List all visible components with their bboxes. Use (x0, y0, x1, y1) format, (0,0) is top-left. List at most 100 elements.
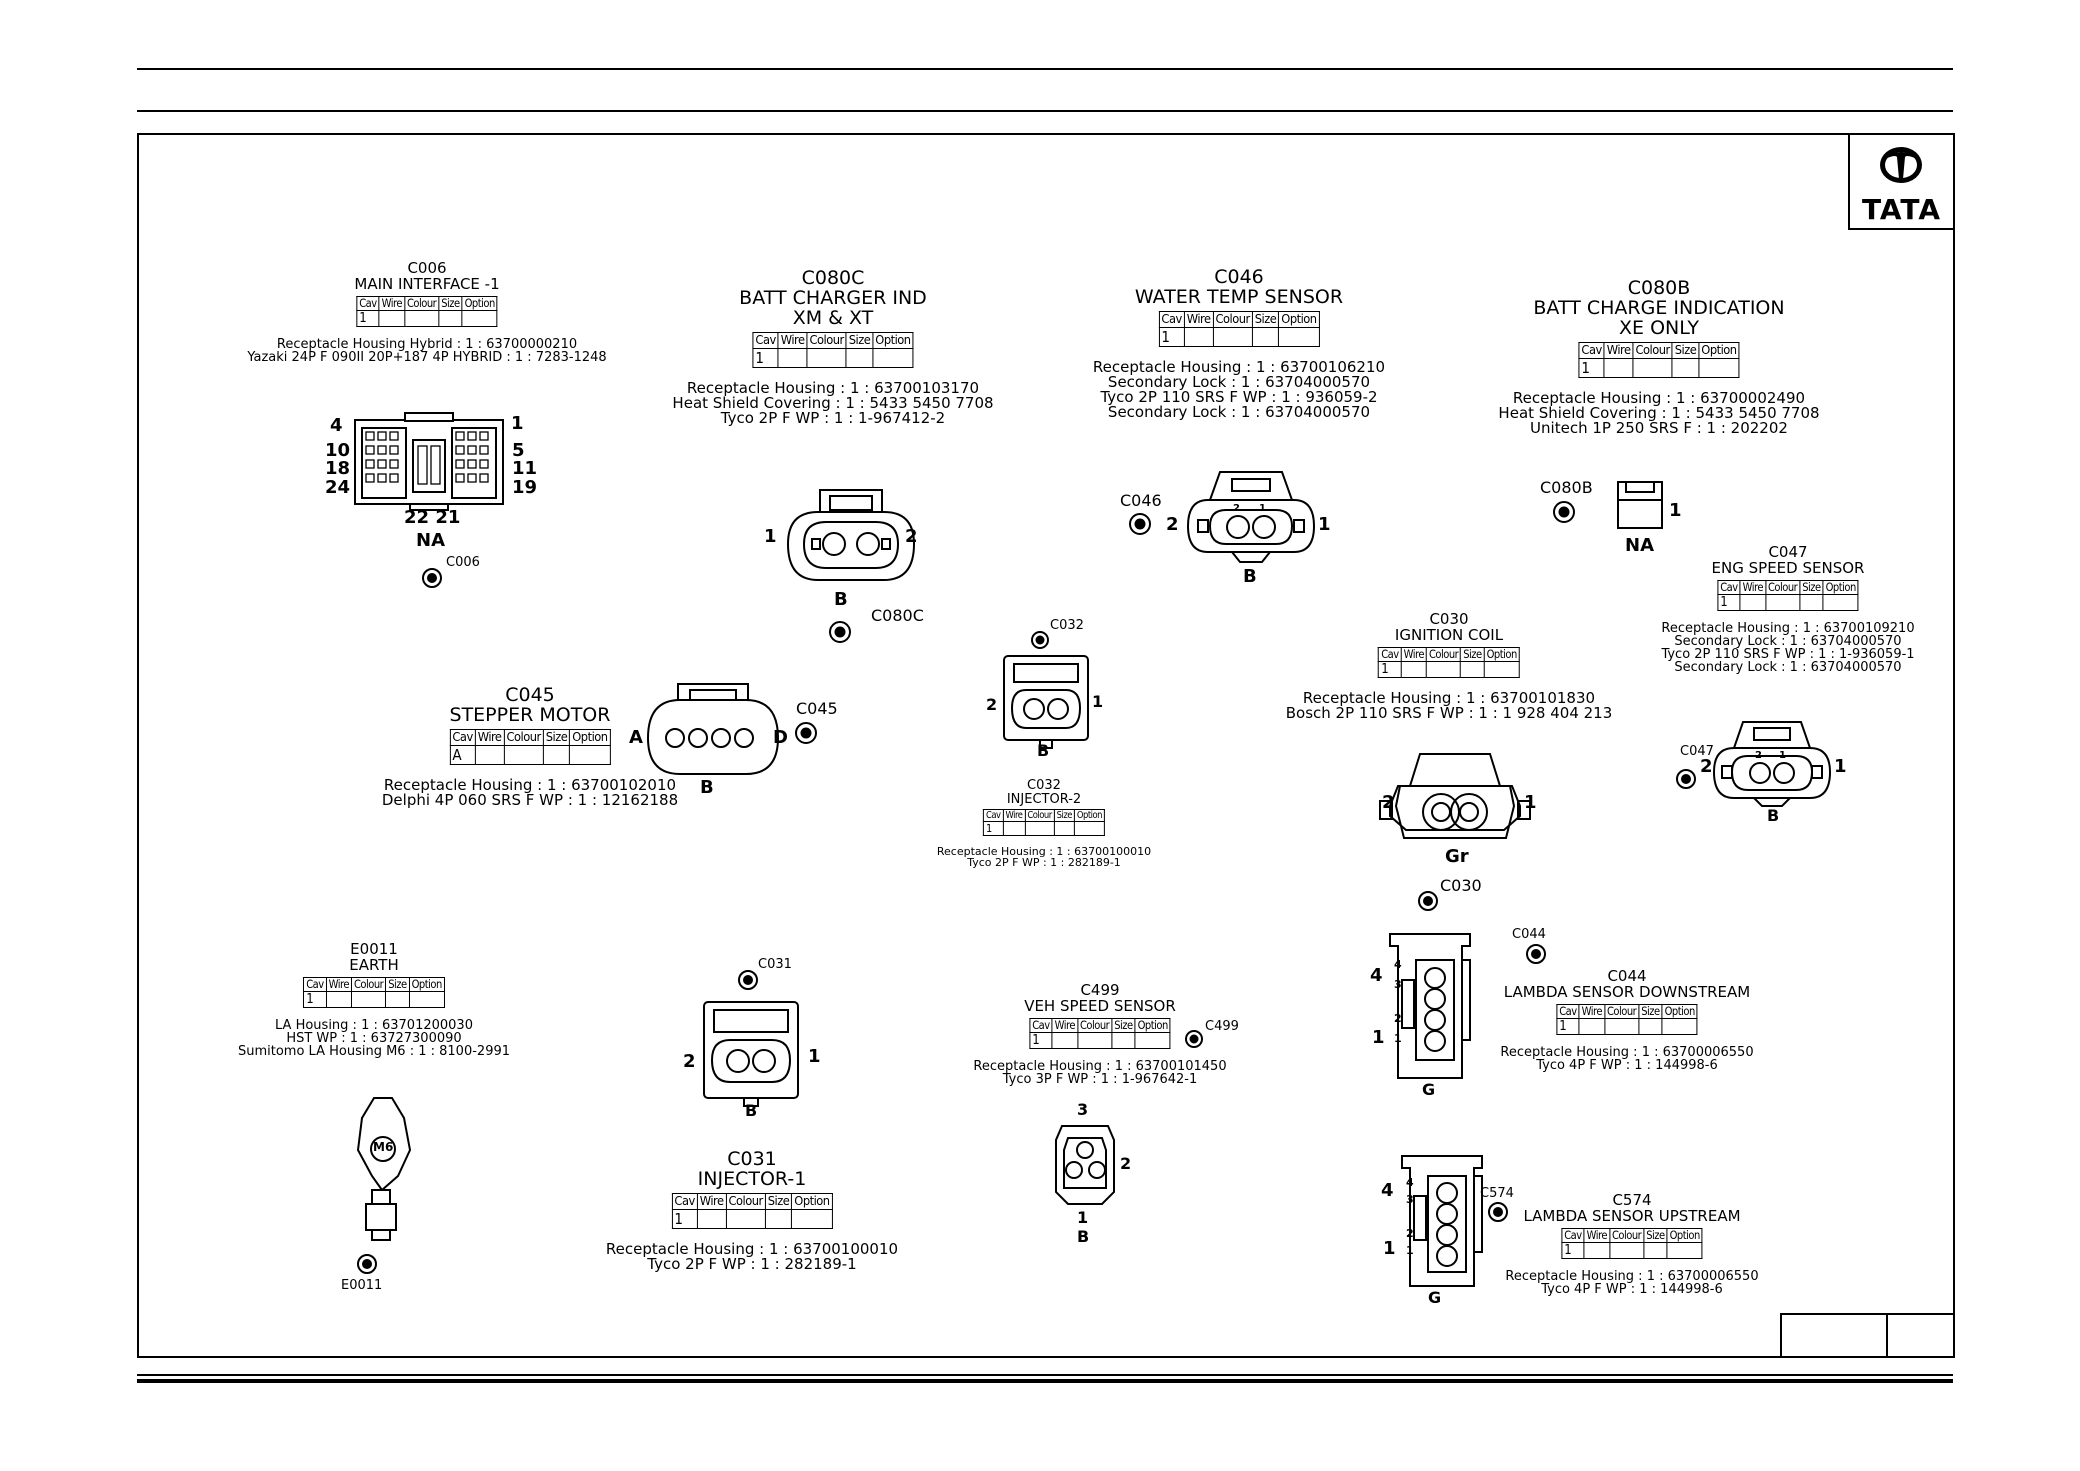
connector-subtitle: XM & XT (792, 306, 874, 329)
c080c-marker-dot (829, 621, 851, 643)
colour-code: B (745, 1101, 758, 1120)
footer-rule-thin (137, 1374, 1953, 1376)
part-list: Receptacle Housing : 1 : 63700109210 Sec… (1661, 621, 1915, 676)
pin-label: 1 (1077, 1208, 1089, 1227)
pin-label: 1 (1524, 792, 1537, 813)
pin-label: 1 (1669, 500, 1682, 521)
inner-pin-label: 2 (1406, 1227, 1414, 1240)
c574-marker-dot (1488, 1202, 1508, 1222)
c030-marker-dot (1418, 891, 1438, 911)
c031-connector-drawing (703, 1001, 799, 1107)
connector-title: EARTH (349, 955, 399, 974)
connector-ref: C044 (1607, 967, 1647, 985)
top-rule (137, 68, 1953, 70)
part-list: Receptacle Housing : 1 : 63700101450 Tyc… (973, 1059, 1227, 1088)
pin-label: 1 (1383, 1238, 1396, 1259)
connector-ref: C006 (407, 259, 447, 277)
connector-ref: C031 (727, 1148, 777, 1170)
inner-pin-label: 1 (1259, 503, 1266, 514)
pin-label: 4 (1370, 965, 1383, 986)
pin-label: 1 (764, 526, 777, 547)
pin-label: 2 (683, 1051, 696, 1072)
part-list: Receptacle Housing : 1 : 63700100010 Tyc… (605, 1240, 899, 1274)
pin-label: 4 (330, 415, 343, 436)
colour-code: B (700, 777, 714, 798)
colour-code: NA (1625, 535, 1654, 556)
pin-label: 1 (1372, 1027, 1385, 1048)
inner-pin-label: 2 (1394, 1012, 1402, 1025)
connector-ref: C046 (1214, 266, 1264, 288)
marker-label: C080B (1540, 478, 1593, 497)
pin-label: 1 (1834, 756, 1847, 777)
c047-connector-drawing (1712, 721, 1832, 807)
pin-label: 5 (512, 440, 525, 461)
inner-pin-label: 3 (1406, 1193, 1414, 1206)
marker-label: C499 (1205, 1019, 1239, 1034)
pin-label: 2 (1166, 514, 1179, 535)
colour-code: B (1243, 566, 1257, 587)
marker-label: C044 (1512, 927, 1546, 942)
connector-title: WATER TEMP SENSOR (1134, 285, 1344, 308)
c031-marker-dot (738, 970, 758, 990)
connector-title: ENG SPEED SENSOR (1711, 558, 1865, 577)
part-list: Receptacle Housing : 1 : 63700106210 Sec… (1092, 358, 1386, 422)
inner-pin-label: 4 (1394, 958, 1402, 971)
connector-title: STEPPER MOTOR (449, 703, 611, 726)
part-list: Receptacle Housing Hybrid : 1 : 63700000… (247, 337, 607, 366)
connector-subtitle: XE ONLY (1619, 316, 1699, 339)
connector-ref: C030 (1429, 610, 1469, 628)
part-list: Receptacle Housing : 1 : 63700103170 Hea… (672, 379, 994, 428)
pin-label: 11 (512, 458, 538, 479)
pin-label: 22 21 (404, 507, 461, 528)
c080b-connector-drawing (1617, 481, 1663, 529)
logo-text: TATA (1861, 193, 1942, 226)
c030-connector-drawing (1379, 753, 1531, 839)
marker-label: C030 (1440, 876, 1482, 895)
connector-title: MAIN INTERFACE -1 (354, 274, 500, 293)
connector-title: VEH SPEED SENSOR (1024, 996, 1176, 1015)
connector-title: INJECTOR-1 (697, 1167, 807, 1190)
connector-ref: C032 (1027, 778, 1061, 793)
c045-marker-dot (795, 722, 817, 744)
colour-code: G (1422, 1080, 1436, 1099)
connector-ref: C574 (1612, 1191, 1652, 1209)
marker-label: C574 (1480, 1186, 1514, 1201)
marker-label: C045 (796, 699, 838, 718)
footer-rule-thick (137, 1379, 1953, 1383)
drawing-frame (137, 133, 1955, 1358)
colour-code: B (1767, 806, 1780, 825)
c032-marker-dot (1031, 631, 1049, 649)
pin-label: 19 (512, 477, 538, 498)
marker-label: C080C (871, 606, 924, 625)
connector-ref: C499 (1080, 981, 1120, 999)
c006-connector-drawing (354, 412, 504, 511)
inner-pin-label: 4 (1406, 1176, 1414, 1189)
inner-pin-label: 3 (1394, 978, 1402, 991)
c499-marker-dot (1185, 1030, 1203, 1048)
c045-connector-drawing (646, 683, 780, 775)
connector-ref: C080C (801, 267, 865, 289)
part-list: Receptacle Housing : 1 : 63700102010 Del… (381, 776, 679, 810)
pin-label: 1 (511, 413, 524, 434)
connector-title: LAMBDA SENSOR DOWNSTREAM (1503, 982, 1751, 1001)
connector-title: BATT CHARGE INDICATION (1533, 296, 1785, 319)
colour-code: B (1037, 741, 1050, 760)
location-markers (357, 501, 1696, 1274)
inner-pin-label: 1 (1394, 1032, 1402, 1045)
